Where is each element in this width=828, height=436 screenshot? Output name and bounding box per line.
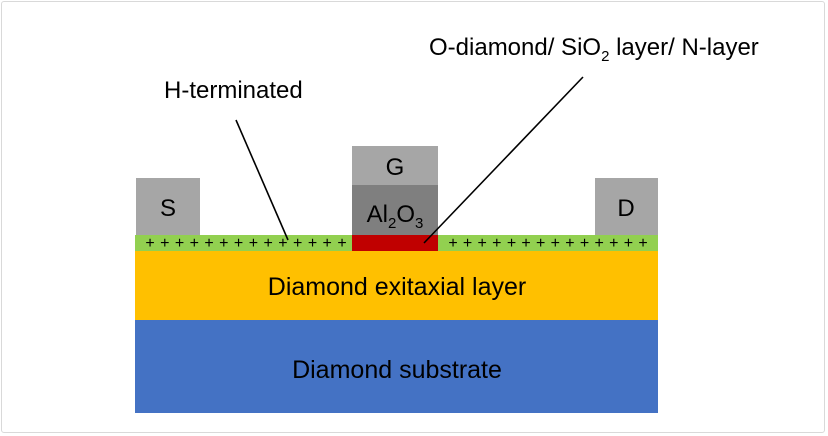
hole-plus-sign: + — [293, 235, 302, 252]
hole-plus-sign: + — [219, 235, 228, 252]
hole-charge-row-left: + + + + + + + + + + + + + + — [145, 235, 346, 252]
source-label: S — [160, 195, 176, 222]
hole-plus-sign: + — [337, 235, 346, 252]
hole-plus-sign: + — [521, 235, 530, 252]
hole-plus-sign: + — [160, 235, 169, 252]
hole-plus-sign: + — [536, 235, 545, 252]
hole-plus-sign: + — [551, 235, 560, 252]
hole-plus-sign: + — [175, 235, 184, 252]
hole-plus-sign: + — [478, 235, 487, 252]
hole-plus-sign: + — [190, 235, 199, 252]
hole-plus-sign: + — [565, 235, 574, 252]
o-diamond-interface-layer — [352, 235, 438, 251]
hole-plus-sign: + — [278, 235, 287, 252]
hole-charge-row-right: + + + + + + + + + + + + + + — [448, 235, 647, 252]
hole-plus-sign: + — [609, 235, 618, 252]
hole-plus-sign: + — [580, 235, 589, 252]
gate-contact — [352, 146, 438, 185]
hole-plus-sign: + — [492, 235, 501, 252]
diamond-epitaxial-layer — [135, 251, 658, 320]
al2o3-oxide-layer — [352, 185, 438, 235]
substrate-label: Diamond substrate — [292, 356, 502, 384]
al2o3-label: Al2O3 — [367, 201, 424, 232]
hole-plus-sign: + — [463, 235, 472, 252]
epitaxial-layer-label: Diamond exitaxial layer — [268, 273, 526, 301]
h-terminated-leader-line — [235, 119, 289, 241]
hole-plus-sign: + — [264, 235, 273, 252]
hole-plus-sign: + — [638, 235, 647, 252]
drain-contact — [595, 178, 658, 235]
hole-plus-sign: + — [234, 235, 243, 252]
hole-plus-sign: + — [323, 235, 332, 252]
hole-plus-sign: + — [595, 235, 604, 252]
drain-label: D — [617, 195, 634, 222]
source-contact — [136, 178, 200, 235]
hole-plus-sign: + — [624, 235, 633, 252]
hole-plus-sign: + — [308, 235, 317, 252]
gate-label: G — [386, 154, 405, 181]
hole-plus-sign: + — [249, 235, 258, 252]
hole-plus-sign: + — [448, 235, 457, 252]
interface-callout-label: O-diamond/ SiO2 layer/ N-layer — [429, 34, 759, 65]
hole-plus-sign: + — [507, 235, 516, 252]
interface-leader-line — [423, 76, 584, 244]
h-terminated-label: H-terminated — [164, 77, 303, 104]
diamond-substrate-layer — [135, 320, 658, 413]
hole-plus-sign: + — [204, 235, 213, 252]
hole-plus-sign: + — [145, 235, 154, 252]
